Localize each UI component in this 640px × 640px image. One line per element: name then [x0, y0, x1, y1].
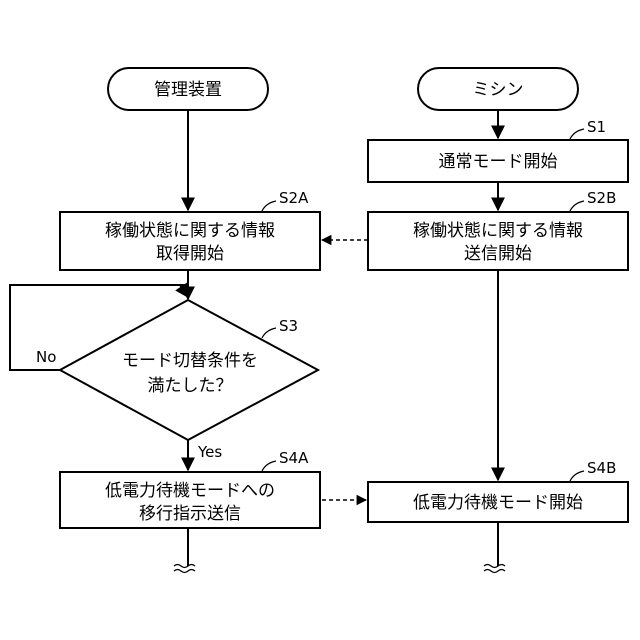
decision-s3-line1: モード切替条件を — [122, 351, 258, 371]
step-label-s2a: S2A — [279, 189, 309, 207]
process-s2b-line1: 稼働状態に関する情報 — [413, 221, 583, 241]
terminal-sewing-label: ミシン — [473, 80, 524, 100]
connector-no-loop-arrow — [180, 285, 188, 297]
process-s4a-line2: 移行指示送信 — [139, 504, 241, 524]
leader-s4b — [570, 471, 584, 481]
leader-s3 — [262, 328, 276, 338]
step-label-s4b: S4B — [587, 459, 616, 477]
leader-s2a — [262, 201, 276, 211]
continuation-mark-right-1 — [484, 565, 505, 568]
process-s1-label: 通常モード開始 — [439, 152, 558, 172]
branch-label-yes: Yes — [197, 443, 222, 461]
step-label-s1: S1 — [587, 118, 606, 136]
branch-label-no: No — [36, 348, 56, 366]
continuation-mark-right-2 — [484, 570, 505, 573]
process-s2b-line2: 送信開始 — [464, 244, 532, 264]
process-s4b-label: 低電力待機モード開始 — [413, 493, 583, 513]
leader-s2b — [570, 201, 584, 211]
terminal-manager-label: 管理装置 — [154, 80, 222, 100]
continuation-mark-left-1 — [174, 565, 195, 568]
process-s4a-line1: 低電力待機モードへの — [105, 481, 275, 501]
step-label-s2b: S2B — [587, 189, 616, 207]
step-label-s3: S3 — [279, 317, 298, 335]
leader-s4a — [262, 461, 276, 471]
decision-s3-line2: 満たした？ — [148, 376, 233, 396]
leader-s1 — [570, 129, 584, 139]
continuation-mark-left-2 — [174, 570, 195, 573]
process-s2a-line2: 取得開始 — [156, 244, 224, 264]
step-label-s4a: S4A — [279, 449, 309, 467]
process-s2a-line1: 稼働状態に関する情報 — [105, 221, 275, 241]
